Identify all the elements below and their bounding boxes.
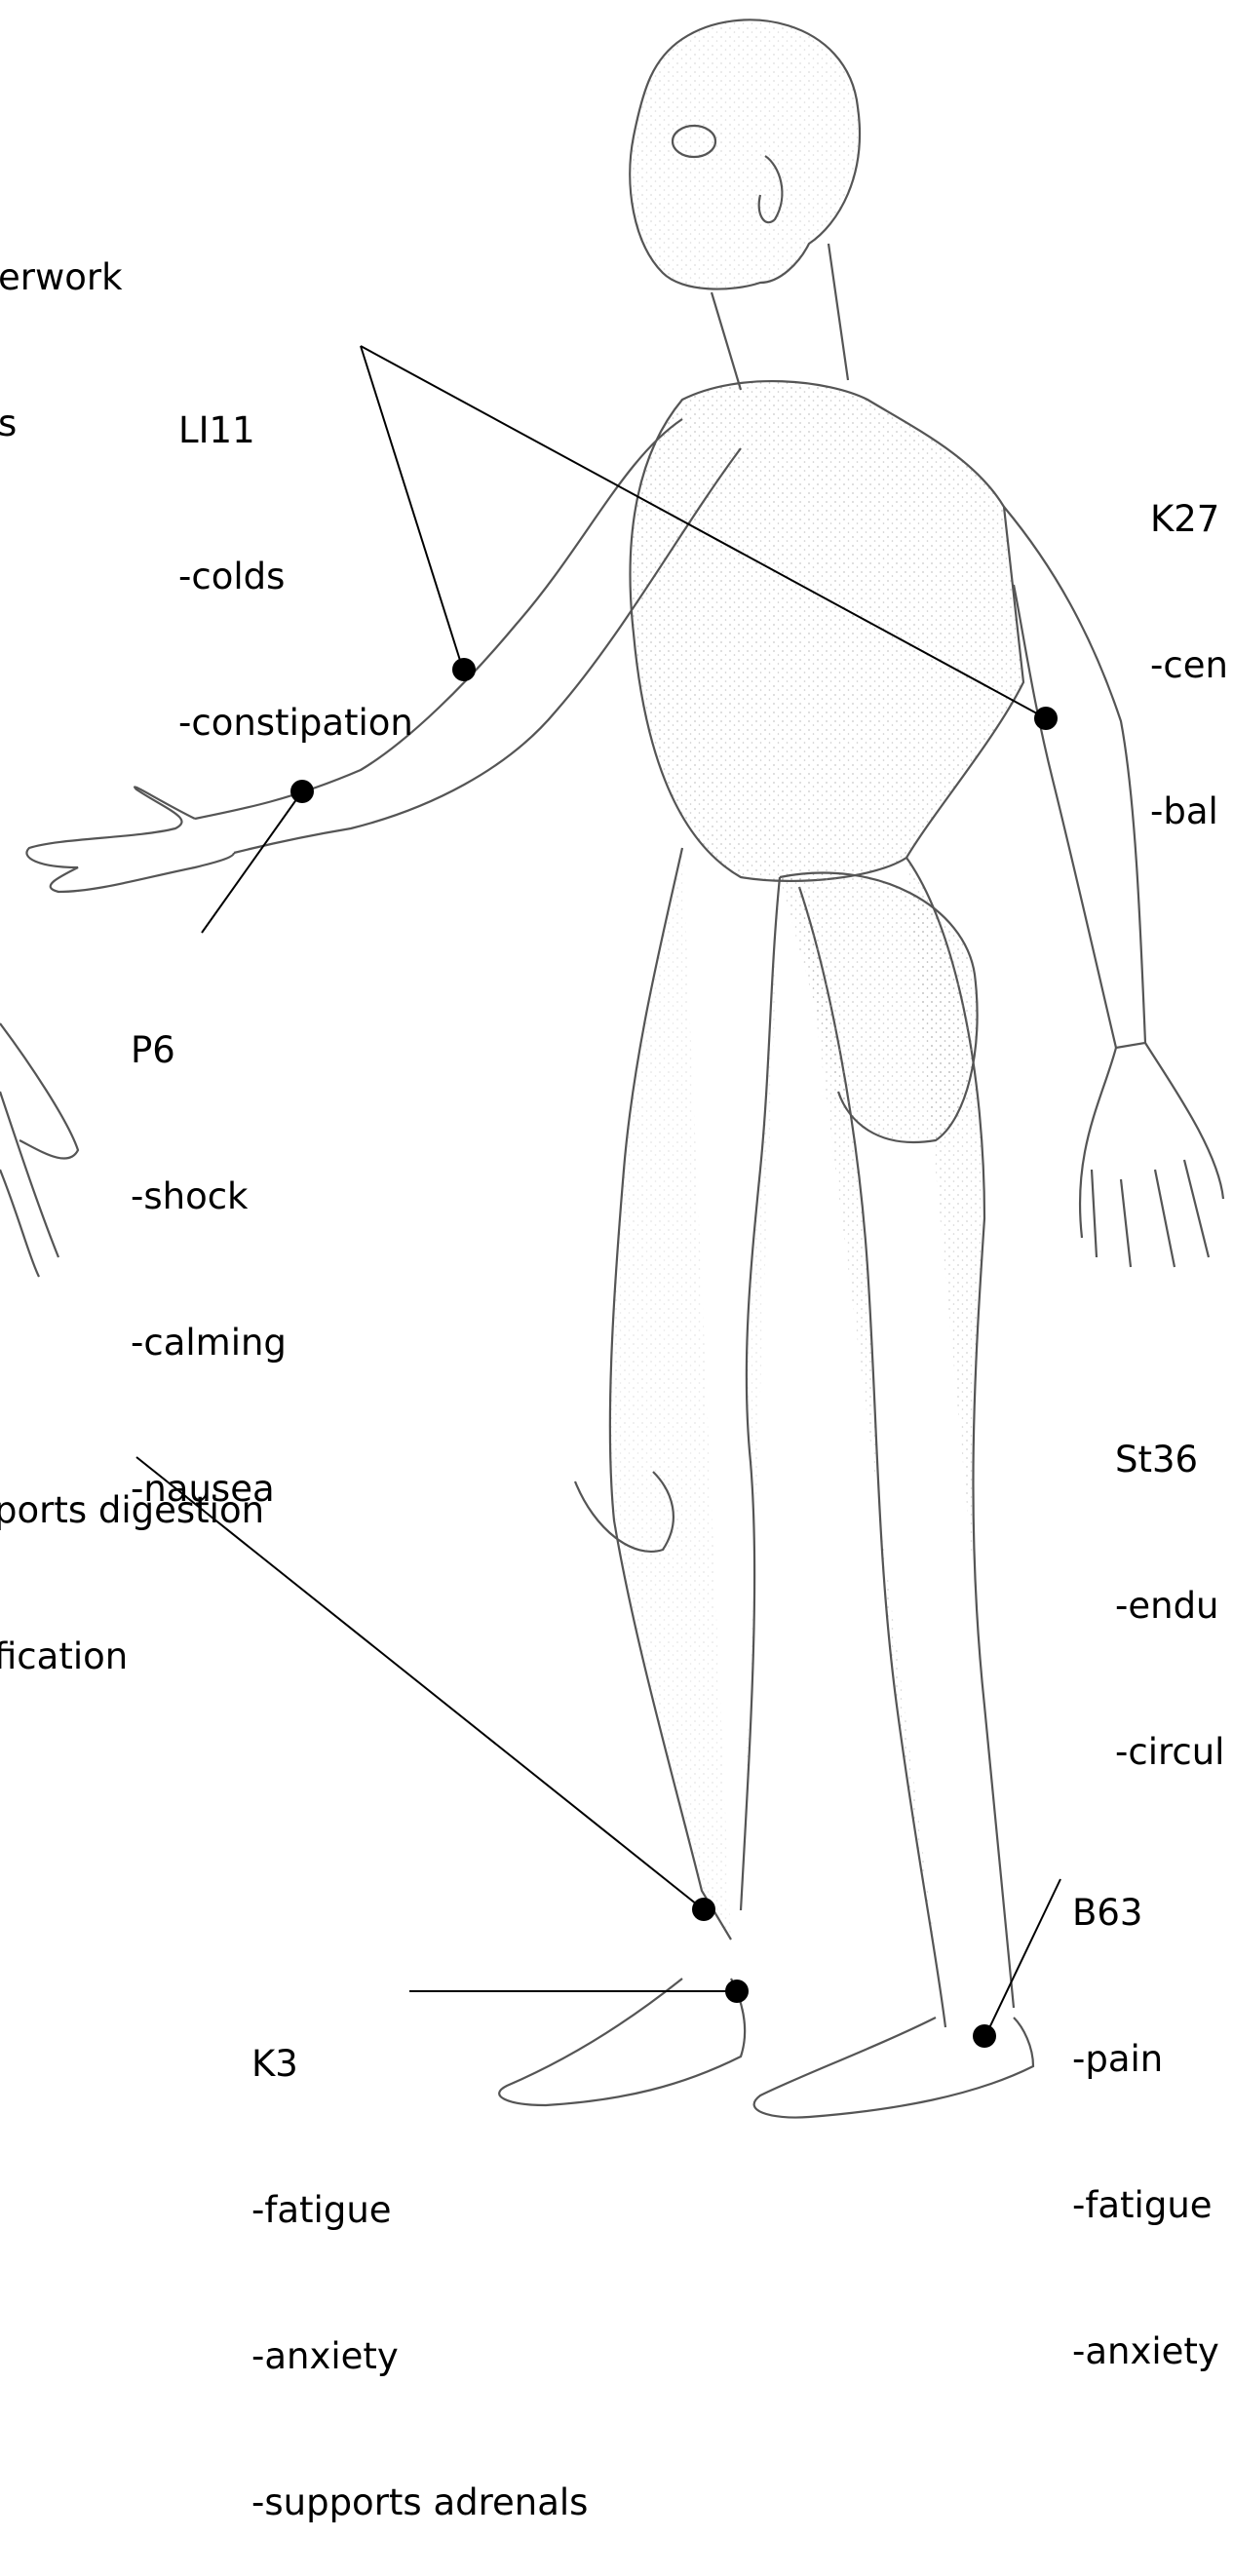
li11-item: -colds bbox=[178, 553, 413, 601]
k3-item: -anxiety bbox=[251, 2332, 588, 2381]
p6-item: -calming bbox=[131, 1319, 287, 1367]
b63-item: -fatigue bbox=[1072, 2181, 1219, 2230]
li11-title: LI11 bbox=[178, 406, 413, 455]
b63-title: B63 bbox=[1072, 1889, 1219, 1938]
b63-leader bbox=[986, 1879, 1060, 2034]
header-fragment-line-2: s bbox=[0, 400, 123, 448]
k27-label: K27 -cen -bal bbox=[1150, 398, 1228, 885]
b63-item: -anxiety bbox=[1072, 2327, 1219, 2376]
k27-item: -bal bbox=[1150, 788, 1228, 836]
k27-item: -cen bbox=[1150, 641, 1228, 690]
thigh bbox=[780, 873, 978, 1142]
left-leg bbox=[610, 848, 780, 1940]
p6-title: P6 bbox=[131, 1026, 287, 1075]
point-li11-left bbox=[452, 658, 476, 681]
st36-label: St36 -endu -circul bbox=[1115, 1338, 1224, 1826]
st36-item: -circul bbox=[1115, 1728, 1224, 1777]
k3-item: -fatigue bbox=[251, 2186, 588, 2235]
b63-label: B63 -pain -fatigue -anxiety bbox=[1072, 1791, 1219, 2425]
torso bbox=[631, 381, 1023, 881]
k3-item: -supports adrenals bbox=[251, 2479, 588, 2527]
b63-item: -pain bbox=[1072, 2035, 1219, 2084]
header-fragment-line-1: erwork bbox=[0, 253, 123, 302]
st36-item: -endu bbox=[1115, 1582, 1224, 1631]
st36-left-item: ports digestion bbox=[0, 1486, 264, 1535]
st36-title: St36 bbox=[1115, 1436, 1224, 1484]
point-k3 bbox=[725, 1980, 749, 2003]
li11-item: -constipation bbox=[178, 699, 413, 748]
head bbox=[630, 19, 860, 288]
k27-title: K27 bbox=[1150, 495, 1228, 544]
st36-left-item: fication bbox=[0, 1633, 264, 1681]
li11-label: LI11 -colds -constipation bbox=[178, 309, 413, 796]
k3-label: K3 -fatigue -anxiety -supports adrenals bbox=[251, 1942, 588, 2576]
right-arm bbox=[1004, 507, 1145, 1048]
header-fragment-label: erwork s bbox=[0, 156, 123, 497]
p6-item: -shock bbox=[131, 1173, 287, 1221]
far-hand bbox=[0, 1023, 78, 1277]
st36-left-label: ports digestion fication bbox=[0, 1389, 264, 1730]
point-b63 bbox=[973, 2024, 996, 2048]
left-hand bbox=[26, 787, 234, 892]
right-hand bbox=[1080, 1043, 1223, 1267]
point-st36 bbox=[692, 1898, 715, 1921]
k3-title: K3 bbox=[251, 2040, 588, 2089]
point-li11-right bbox=[1034, 707, 1058, 730]
